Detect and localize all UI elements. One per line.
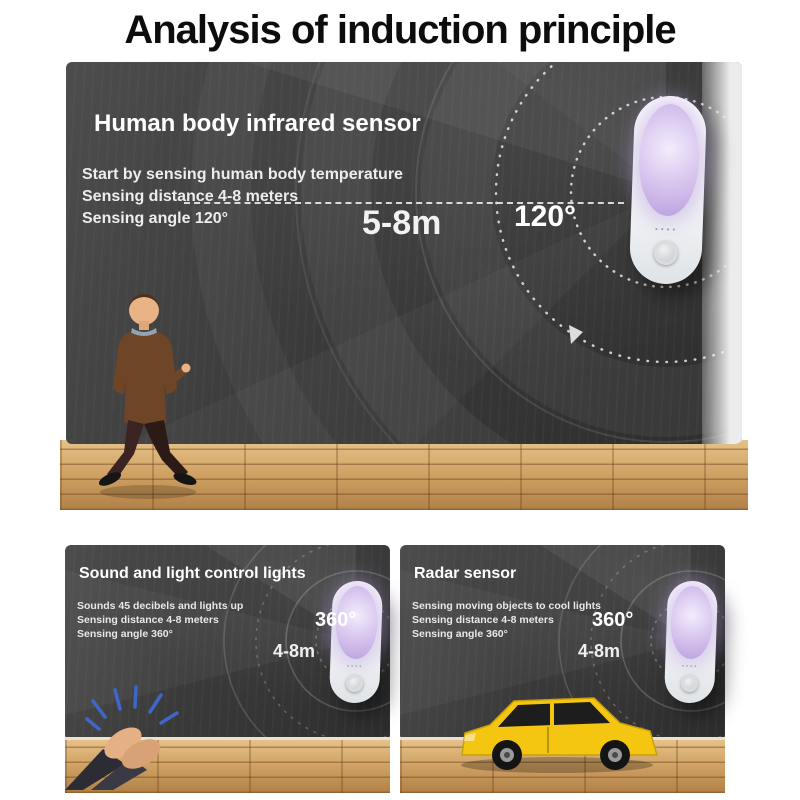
dark-wall: Sound and light control lights Sounds 45… xyxy=(65,545,390,741)
dark-wall: Human body infrared sensor Start by sens… xyxy=(66,62,742,444)
walking-person-illustration xyxy=(98,294,197,499)
night-light-glow xyxy=(636,102,702,218)
page-title: Analysis of induction principle xyxy=(124,8,676,52)
sensing-range-arcs-illustration xyxy=(191,62,742,444)
night-light-vent-dots: •••• xyxy=(346,663,364,671)
angle-label: 120° xyxy=(514,200,577,233)
radar-description: Sensing moving objects to cool lights Se… xyxy=(412,599,601,641)
sound-description: Sounds 45 decibels and lights up Sensing… xyxy=(77,599,243,641)
night-light-body: •••• xyxy=(328,580,384,704)
description-line: Sensing angle 360° xyxy=(412,628,508,640)
description-line: Sensing distance 4-8 meters xyxy=(82,188,299,205)
clapping-hands-illustration xyxy=(65,685,179,790)
main-heading: Human body infrared sensor xyxy=(94,110,421,137)
distance-dashed-line xyxy=(184,202,624,204)
description-line: Sensing angle 360° xyxy=(77,628,173,640)
night-light-body: •••• xyxy=(663,580,719,704)
radar-heading: Radar sensor xyxy=(414,565,517,582)
distance-label: 4-8m xyxy=(273,641,316,661)
night-light-sensor-button xyxy=(680,674,699,693)
wall-edge-strip xyxy=(702,62,742,444)
night-light-body: •••• xyxy=(628,94,708,286)
angle-label: 360° xyxy=(592,609,634,631)
night-light-product: •••• xyxy=(663,580,719,704)
description-line: Sensing distance 4-8 meters xyxy=(412,614,554,626)
night-light-sensor-button xyxy=(345,674,364,693)
description-line: Sounds 45 decibels and lights up xyxy=(77,600,244,612)
main-description: Start by sensing human body temperature … xyxy=(82,164,403,230)
sensing-range-arcs-illustration xyxy=(65,545,390,741)
distance-label: 5-8m xyxy=(362,204,442,242)
angle-label: 360° xyxy=(315,609,357,631)
night-light-glow xyxy=(669,585,714,660)
description-line: Sensing distance 4-8 meters xyxy=(77,614,219,626)
sound-heading: Sound and light control lights xyxy=(79,565,306,582)
main-panel: Human body infrared sensor Start by sens… xyxy=(60,62,748,510)
yellow-car-illustration xyxy=(461,697,658,773)
dark-wall: Radar sensor Sensing moving objects to c… xyxy=(400,545,725,741)
night-light-sensor-button xyxy=(653,240,679,266)
radar-panel: Radar sensor Sensing moving objects to c… xyxy=(400,545,725,793)
description-line: Start by sensing human body temperature xyxy=(82,166,403,183)
description-line: Sensing moving objects to cool lights xyxy=(412,600,602,612)
night-light-vent-dots: •••• xyxy=(681,663,699,671)
night-light-vent-dots: •••• xyxy=(654,224,679,235)
night-light-product: •••• xyxy=(328,580,384,704)
night-light-product: •••• xyxy=(628,94,708,286)
arc-arrow-icon xyxy=(569,325,583,344)
sensing-range-arcs-illustration xyxy=(400,545,725,741)
sound-panel: Sound and light control lights Sounds 45… xyxy=(65,545,390,793)
distance-label: 4-8m xyxy=(578,641,621,661)
description-line: Sensing angle 120° xyxy=(82,210,229,227)
sound-wave-dashes-icon xyxy=(85,685,179,731)
